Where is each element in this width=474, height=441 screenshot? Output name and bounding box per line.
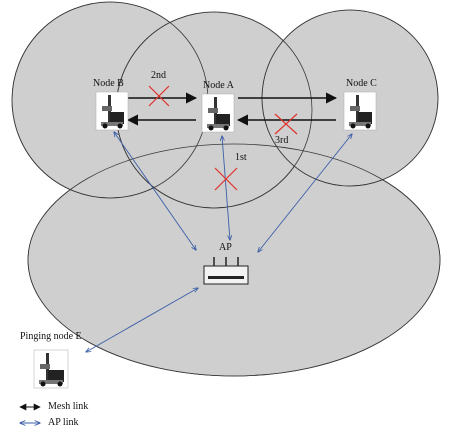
- node-a-label: Node A: [203, 80, 234, 91]
- ap-links: [86, 132, 352, 352]
- node-c-label: Node C: [346, 78, 377, 89]
- ap-link-c: [258, 134, 352, 252]
- cross-icon: [148, 85, 170, 107]
- cross-icon: [274, 113, 298, 135]
- ap-link-a: [222, 136, 230, 240]
- mesh-links: [126, 92, 338, 126]
- node-b-label: Node B: [93, 78, 124, 89]
- ap-label: AP: [219, 242, 232, 253]
- pinging-node-label: Pinging node E: [20, 331, 82, 342]
- failed-link-marks: [148, 85, 298, 191]
- robot-icon: [95, 91, 129, 131]
- link-label-second: 2nd: [151, 70, 166, 81]
- ap-link-e: [86, 288, 198, 352]
- link-label-third: 3rd: [275, 135, 289, 146]
- ap-link-b: [114, 132, 196, 250]
- robot-icon: [343, 91, 377, 131]
- cross-icon: [214, 167, 238, 191]
- robot-icon: [201, 93, 235, 133]
- access-point-icon: [203, 257, 249, 285]
- legend-mesh-label: Mesh link: [48, 401, 89, 412]
- link-label-first: 1st: [235, 152, 247, 163]
- robot-icon: [33, 349, 69, 389]
- legend-ap-label: AP link: [48, 417, 79, 428]
